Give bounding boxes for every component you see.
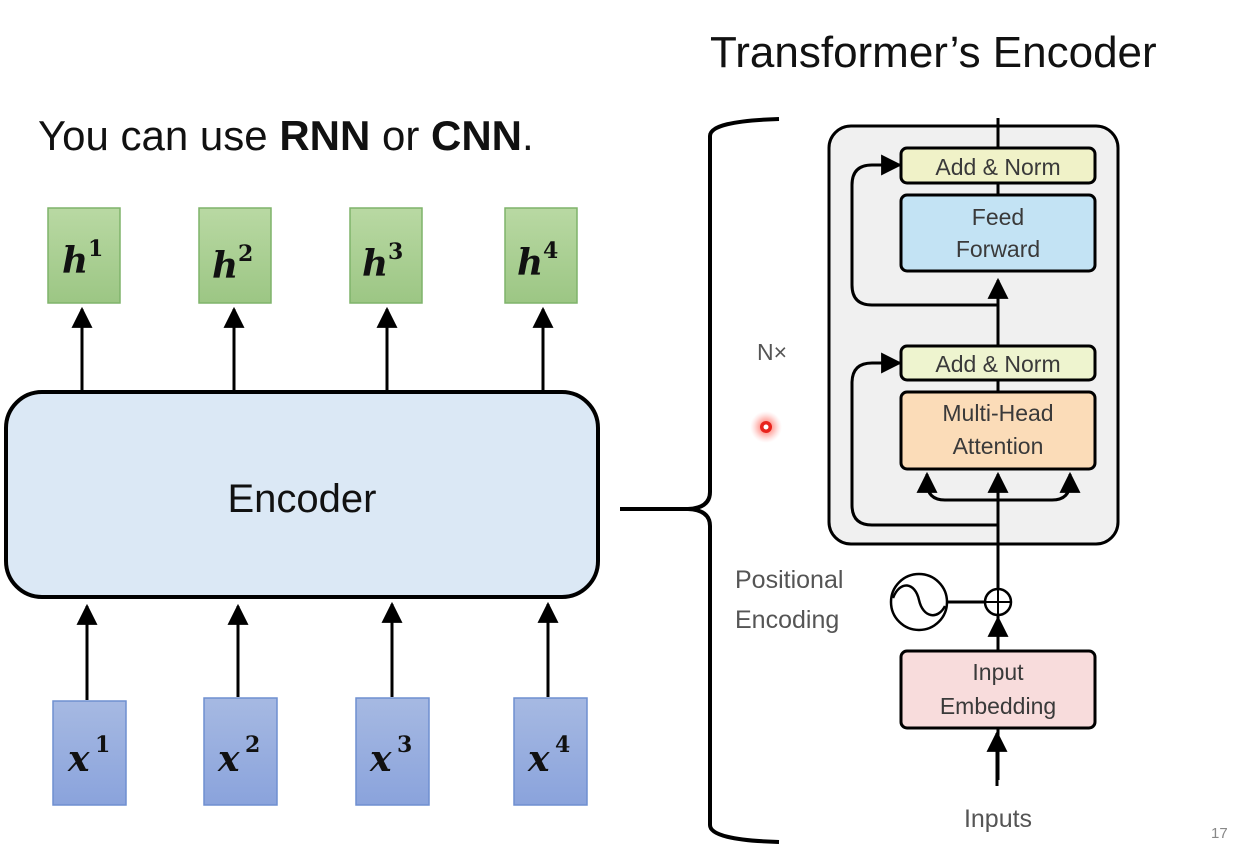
page-number: 17 bbox=[1211, 825, 1228, 842]
svg-text:x: x bbox=[217, 738, 240, 780]
input-box-x3: x 3 bbox=[355, 697, 430, 806]
svg-text:3: 3 bbox=[397, 732, 412, 758]
right-title: Transformer’s Encoder bbox=[710, 28, 1157, 77]
svg-text:Forward: Forward bbox=[956, 236, 1040, 262]
svg-text:Add & Norm: Add & Norm bbox=[935, 154, 1060, 180]
curly-brace bbox=[687, 117, 780, 844]
svg-text:h: h bbox=[362, 243, 388, 285]
encoder-block: Encoder bbox=[4, 390, 600, 599]
left-title-cnn: CNN bbox=[431, 112, 522, 159]
output-boxes: h 1 h 2 h 3 h 4 bbox=[47, 207, 578, 304]
svg-text:1: 1 bbox=[88, 236, 103, 262]
input-box-x4: x 4 bbox=[513, 697, 588, 806]
svg-text:x: x bbox=[67, 738, 90, 780]
positional-encoding-label-1: Positional bbox=[735, 566, 843, 594]
svg-text:Input: Input bbox=[972, 659, 1024, 685]
left-title-period: . bbox=[522, 112, 534, 159]
output-box-h4: h 4 bbox=[504, 207, 578, 304]
output-box-h1: h 1 bbox=[47, 207, 121, 304]
residual-mha bbox=[850, 352, 998, 527]
svg-text:Embedding: Embedding bbox=[940, 693, 1056, 719]
laser-pointer-dot bbox=[750, 411, 782, 443]
svg-text:Multi-Head: Multi-Head bbox=[942, 400, 1053, 426]
output-box-h3: h 3 bbox=[349, 207, 423, 304]
svg-text:h: h bbox=[212, 245, 238, 287]
left-title-plain: You can use bbox=[38, 112, 279, 159]
svg-text:1: 1 bbox=[95, 732, 110, 758]
encoder-label: Encoder bbox=[228, 477, 377, 521]
multi-head-attention-block: Multi-Head Attention bbox=[899, 390, 1097, 471]
add-norm-bottom: Add & Norm bbox=[899, 344, 1097, 382]
svg-text:x: x bbox=[369, 738, 392, 780]
input-arrows bbox=[76, 601, 559, 700]
arrow-to-mha-k bbox=[998, 471, 1081, 502]
input-boxes: x 1 x 2 x 3 x 4 bbox=[52, 697, 588, 806]
output-box-h2: h 2 bbox=[198, 207, 272, 304]
positional-encoding-label-2: Encoding bbox=[735, 606, 839, 634]
svg-text:x: x bbox=[527, 738, 550, 780]
encoder-layer-panel bbox=[827, 124, 1120, 546]
left-title: You can use RNN or CNN. bbox=[38, 112, 534, 159]
inputs-label: Inputs bbox=[964, 805, 1032, 833]
add-norm-top: Add & Norm bbox=[899, 146, 1097, 185]
svg-text:2: 2 bbox=[238, 241, 253, 267]
svg-text:h: h bbox=[62, 240, 88, 282]
svg-text:Feed: Feed bbox=[972, 204, 1024, 230]
input-embedding-block: Input Embedding bbox=[899, 649, 1097, 730]
left-title-or: or bbox=[370, 112, 431, 159]
input-box-x2: x 2 bbox=[203, 697, 278, 806]
svg-text:3: 3 bbox=[388, 239, 403, 265]
output-arrows bbox=[71, 306, 554, 392]
svg-text:Attention: Attention bbox=[953, 433, 1044, 459]
feed-forward-block: Feed Forward bbox=[899, 193, 1097, 273]
svg-text:Add & Norm: Add & Norm bbox=[935, 351, 1060, 377]
left-title-rnn: RNN bbox=[279, 112, 370, 159]
svg-text:2: 2 bbox=[245, 732, 260, 758]
svg-text:4: 4 bbox=[555, 732, 570, 758]
arrow-to-mha-q bbox=[916, 471, 998, 502]
sine-wave-icon bbox=[889, 572, 949, 632]
svg-text:h: h bbox=[517, 242, 543, 284]
input-box-x1: x 1 bbox=[52, 700, 127, 806]
repeat-count-label: N× bbox=[757, 339, 787, 365]
add-circle-icon bbox=[983, 587, 1013, 617]
residual-ff bbox=[850, 154, 998, 307]
svg-text:4: 4 bbox=[543, 238, 558, 264]
